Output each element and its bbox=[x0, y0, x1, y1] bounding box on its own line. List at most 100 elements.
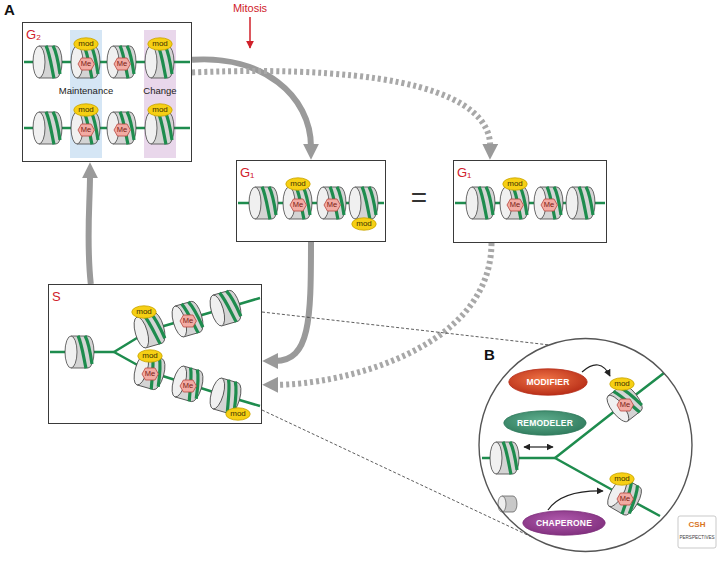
node-label: B bbox=[484, 347, 495, 362]
methyl-mark: Me bbox=[77, 123, 95, 137]
mod-tag: mod bbox=[225, 407, 251, 421]
nucleosome bbox=[466, 187, 495, 220]
band-label: Maintenance bbox=[59, 86, 113, 96]
methyl-mark-shape bbox=[324, 199, 340, 211]
cycle-arrow bbox=[88, 175, 90, 284]
methyl-mark-shape bbox=[78, 58, 94, 70]
methyl-mark: Me bbox=[179, 379, 197, 393]
node-label: Me bbox=[81, 126, 91, 134]
cycle-arrow bbox=[275, 243, 492, 385]
node-label: Me bbox=[510, 201, 520, 209]
phase-box: G₁modMeMemod bbox=[236, 160, 386, 242]
zoom-circle: BMODIFIERmodMeREMODELERmodMeCHAPERONE bbox=[478, 335, 693, 555]
zoom-circle-shape bbox=[479, 339, 692, 552]
zoom-line bbox=[262, 410, 532, 537]
nucleosomes bbox=[33, 46, 646, 518]
node-label: mod bbox=[78, 106, 94, 114]
node-label: Me bbox=[620, 495, 630, 503]
zoom-line bbox=[262, 312, 549, 345]
methyl-mark-shape bbox=[290, 199, 306, 211]
mod-tag: mod bbox=[73, 103, 99, 117]
nucleosome bbox=[534, 187, 563, 220]
nucleosome bbox=[107, 46, 136, 79]
nucleosome bbox=[490, 442, 519, 475]
cycle-arrow bbox=[192, 71, 490, 147]
deposit-arrow bbox=[548, 491, 603, 510]
methyl-mark: Me bbox=[289, 198, 307, 212]
nucleosome bbox=[500, 187, 529, 220]
mod-tag: mod bbox=[73, 37, 99, 51]
methyl-mark: Me bbox=[616, 492, 634, 506]
mod-tag-shape bbox=[610, 378, 634, 390]
mod-tag-shape bbox=[138, 350, 162, 362]
node-label: Me bbox=[293, 201, 303, 209]
methyl-mark: Me bbox=[77, 57, 95, 71]
mod-tag: mod bbox=[285, 177, 311, 191]
mod-tag-shape bbox=[74, 38, 98, 50]
node-label: Me bbox=[183, 317, 193, 325]
methyl-mark: Me bbox=[323, 198, 341, 212]
equals-sign: = bbox=[411, 184, 427, 212]
mod-tag: mod bbox=[147, 37, 173, 51]
nucleosome bbox=[207, 288, 244, 327]
nucleosome bbox=[604, 475, 645, 518]
nucleosome bbox=[169, 364, 206, 403]
mod-tag: mod bbox=[609, 472, 635, 486]
node-label: mod bbox=[136, 308, 152, 316]
nucleosome bbox=[65, 336, 94, 369]
mod-tag-shape bbox=[503, 178, 527, 190]
node-label: mod bbox=[78, 40, 94, 48]
cycle-arrow bbox=[275, 242, 311, 361]
mod-tag-shape bbox=[286, 178, 310, 190]
modify-arrow bbox=[582, 365, 610, 376]
nucleosome bbox=[249, 187, 278, 220]
node-label: mod bbox=[356, 220, 372, 228]
nucleosome bbox=[566, 187, 595, 220]
methyl-mark-shape bbox=[114, 58, 130, 70]
node-label: Me bbox=[81, 60, 91, 68]
node-label: mod bbox=[152, 106, 168, 114]
node-label: G₂ bbox=[26, 28, 41, 41]
node-label: Me bbox=[544, 201, 554, 209]
nucleosome bbox=[107, 112, 136, 145]
mitosis-arrow bbox=[249, 17, 251, 48]
node-label: G₁ bbox=[457, 166, 472, 179]
nucleosome bbox=[169, 299, 206, 338]
logo-text: PERSPECTIVES bbox=[679, 536, 714, 541]
methyl-mark-shape bbox=[617, 399, 633, 411]
phase-label: Mitosis bbox=[233, 3, 267, 14]
node-label: mod bbox=[230, 410, 246, 418]
methyl-mark: Me bbox=[113, 57, 131, 71]
methyl-mark: Me bbox=[540, 198, 558, 212]
methyl-mark: Me bbox=[113, 123, 131, 137]
node-label: Me bbox=[117, 60, 127, 68]
node-label: S bbox=[52, 290, 61, 303]
cycle-arrow bbox=[192, 59, 311, 147]
node-label: MODIFIER bbox=[526, 378, 569, 387]
node-label: mod bbox=[152, 40, 168, 48]
node-label: G₁ bbox=[240, 166, 255, 179]
phase-box: G₁modMeMe bbox=[453, 160, 607, 243]
methyl-mark: Me bbox=[141, 367, 159, 381]
protein-ellipse: MODIFIER bbox=[508, 368, 588, 396]
mod-tag-shape bbox=[74, 104, 98, 116]
node-label: CHAPERONE bbox=[536, 519, 592, 528]
node-label: mod bbox=[290, 180, 306, 188]
methyl-mark-shape bbox=[78, 124, 94, 136]
nucleosome bbox=[317, 187, 346, 220]
node-label: mod bbox=[614, 475, 630, 483]
methyl-mark: Me bbox=[506, 198, 524, 212]
mod-tag: mod bbox=[351, 217, 377, 231]
mod-tag: mod bbox=[609, 377, 635, 391]
mod-tag: mod bbox=[147, 103, 173, 117]
mod-tag-shape bbox=[132, 306, 156, 318]
mod-tag-shape bbox=[148, 104, 172, 116]
methyl-mark-shape bbox=[617, 493, 633, 505]
node-label: mod bbox=[614, 380, 630, 388]
nucleosome bbox=[131, 352, 168, 391]
phase-box: SmodMemodMeMemod bbox=[48, 284, 262, 424]
node-label: Me bbox=[327, 201, 337, 209]
methyl-mark-shape bbox=[180, 315, 196, 327]
nucleosome bbox=[283, 187, 312, 220]
methyl-mark-shape bbox=[180, 380, 196, 392]
